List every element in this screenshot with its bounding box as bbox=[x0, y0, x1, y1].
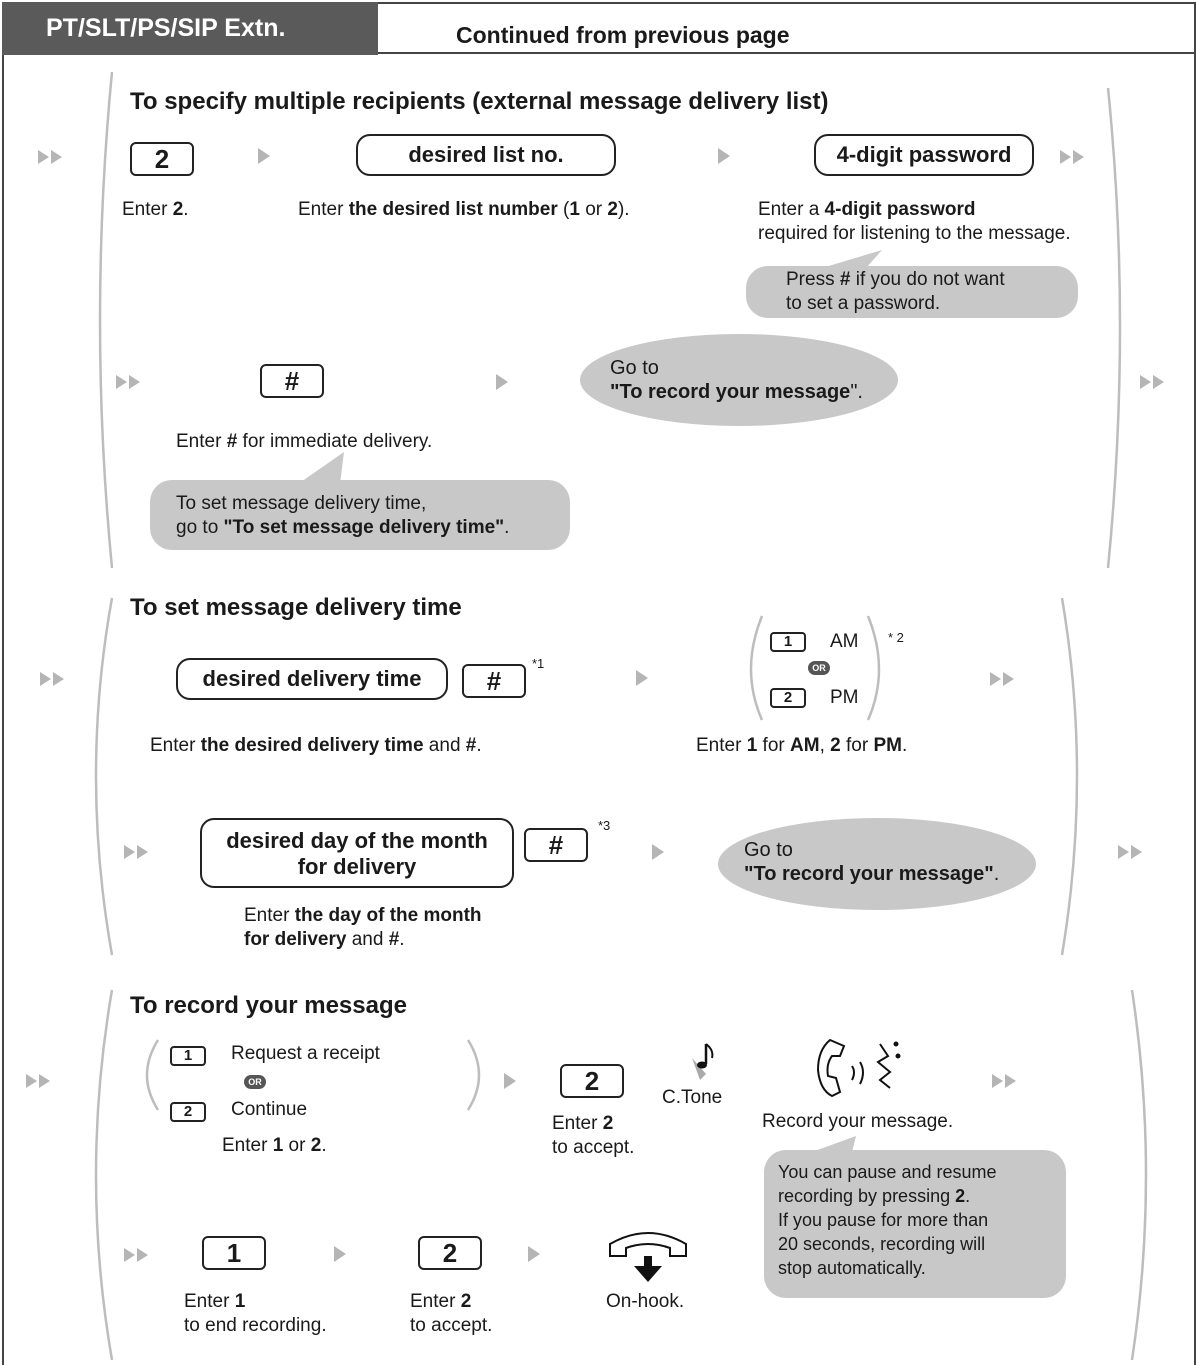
header-tab: PT/SLT/PS/SIP Extn. bbox=[2, 2, 378, 55]
enter-list-text: Enter the desired list number (1 or 2). bbox=[298, 199, 630, 220]
footnote-3: *3 bbox=[598, 818, 611, 833]
onhook-handset-icon bbox=[609, 1232, 687, 1282]
password-box: 4-digit password bbox=[814, 134, 1034, 176]
double-arrow-icon bbox=[990, 672, 1014, 686]
double-arrow-icon bbox=[1060, 150, 1084, 164]
key-2: 2 bbox=[418, 1236, 482, 1270]
arrow-icon bbox=[528, 1246, 540, 1262]
arrow-icon bbox=[496, 374, 508, 390]
double-arrow-icon bbox=[1140, 375, 1164, 389]
or-badge: OR bbox=[244, 1075, 266, 1089]
key-hash: # bbox=[524, 828, 588, 862]
desired-list-box: desired list no. bbox=[356, 134, 616, 176]
request-receipt-label: Request a receipt bbox=[231, 1043, 380, 1064]
continue-label: Continue bbox=[231, 1099, 308, 1120]
double-arrow-icon bbox=[26, 1074, 50, 1088]
section-brackets bbox=[94, 71, 1148, 1361]
double-arrow-icon bbox=[124, 1248, 148, 1262]
double-arrow-icon bbox=[40, 672, 64, 686]
footnote-1: *1 bbox=[532, 656, 545, 671]
key-hash: # bbox=[462, 664, 526, 698]
on-hook-text: On-hook. bbox=[606, 1291, 685, 1312]
header-rule bbox=[378, 52, 1196, 54]
double-arrow-icon bbox=[992, 1074, 1016, 1088]
arrow-icon bbox=[652, 844, 664, 860]
enter-choice-text: Enter 1 or 2. bbox=[222, 1135, 327, 1156]
enter-time-text: Enter the desired delivery time and #. bbox=[150, 735, 482, 756]
double-arrow-icon bbox=[124, 845, 148, 859]
am-label: AM bbox=[830, 631, 859, 652]
or-badge: OR bbox=[808, 661, 830, 675]
arrow-icon bbox=[334, 1246, 346, 1262]
key-1-receipt: 1 bbox=[170, 1046, 206, 1066]
goto-record-bubble: Go to"To record your message". bbox=[718, 818, 1036, 910]
enter-hash-text: Enter # for immediate delivery. bbox=[176, 431, 433, 452]
pm-label: PM bbox=[830, 687, 859, 708]
arrow-icon bbox=[258, 148, 270, 164]
goto-record-bubble: Go to"To record your message". bbox=[580, 334, 898, 426]
footnote-2: * 2 bbox=[888, 630, 904, 645]
section-title-multiple-recipients: To specify multiple recipients (external… bbox=[130, 88, 829, 115]
key-2: 2 bbox=[560, 1064, 624, 1098]
key-1: 1 bbox=[202, 1236, 266, 1270]
speaking-handset-icon bbox=[816, 1038, 901, 1098]
c-tone-label: C.Tone bbox=[662, 1087, 723, 1108]
enter-ampm-text: Enter 1 for AM, 2 for PM. bbox=[696, 735, 908, 756]
section-title-delivery-time: To set message delivery time bbox=[130, 594, 462, 621]
key-2-continue: 2 bbox=[170, 1102, 206, 1122]
enter-2-text: Enter 2. bbox=[122, 199, 189, 220]
double-arrow-icon bbox=[38, 150, 62, 164]
section-title-record: To record your message bbox=[130, 992, 407, 1019]
arrow-icon bbox=[718, 148, 730, 164]
header-tab-label: PT/SLT/PS/SIP Extn. bbox=[46, 14, 286, 42]
hint-delivery-time-bubble: To set message delivery time,go to "To s… bbox=[150, 480, 570, 550]
note-icon bbox=[692, 1043, 714, 1080]
continued-label: Continued from previous page bbox=[456, 22, 790, 48]
record-message-text: Record your message. bbox=[762, 1111, 954, 1132]
key-2: 2 bbox=[130, 142, 194, 176]
double-arrow-icon bbox=[116, 375, 140, 389]
key-2-pm: 2 bbox=[770, 688, 806, 708]
key-1-am: 1 bbox=[770, 632, 806, 652]
key-hash: # bbox=[260, 364, 324, 398]
double-arrow-icon bbox=[1118, 845, 1142, 859]
arrow-icon bbox=[504, 1073, 516, 1089]
delivery-time-box: desired delivery time bbox=[176, 658, 448, 700]
arrow-icon bbox=[636, 670, 648, 686]
